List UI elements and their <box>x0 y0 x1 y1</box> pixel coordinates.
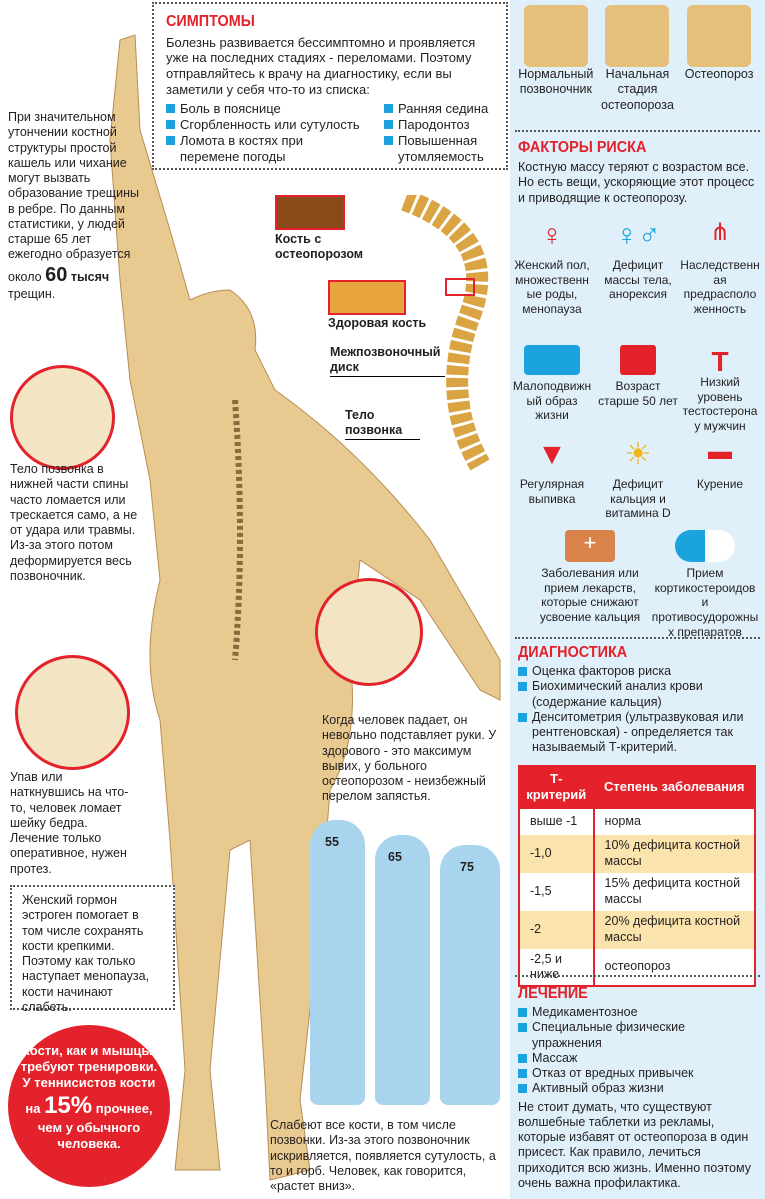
aging-note: Слабеют все кости, в том числе позвонки.… <box>270 1118 496 1193</box>
treat-item: Специальные физические упражнения <box>518 1020 758 1051</box>
tennis-callout: Кости, как и мышцы, требуют тренировки. … <box>8 1025 170 1187</box>
hip-note: Упав или наткнувшись на что-то, человек … <box>10 770 129 876</box>
disc-label: Межпозвоночный диск <box>330 345 445 377</box>
wrist-note: Когда человек падает, он невольно подста… <box>322 713 497 804</box>
risk-title: Факторы риска <box>518 139 647 156</box>
risk-alcohol: ▼Регулярная выпивка <box>519 438 585 506</box>
symptom-item: Сгорбленность или сутулость <box>166 117 360 133</box>
risk-weight: ♀♂Дефицит массы тела, анорексия <box>604 219 672 302</box>
symptoms-title: Симптомы <box>166 13 255 30</box>
treat-item: Отказ от вредных привычек <box>518 1066 758 1081</box>
risk-sedentary: Малоподвижный образ жизни <box>512 345 592 423</box>
wrist-zoom-circle <box>315 578 423 686</box>
healthy-bone-image <box>328 280 406 315</box>
risk-smoking: ▬Курение <box>696 438 744 491</box>
symptom-item: Ранняя седина <box>384 101 494 117</box>
symptom-item: Пародонтоз <box>384 117 494 133</box>
diag-title: Диагностика <box>518 644 628 661</box>
estrogen-note: Женский гормон эстроген помогает в том ч… <box>10 885 175 1014</box>
risk-heredity: ⋔Наследственная предрасположенность <box>680 219 760 316</box>
treat-title: Лечение <box>518 985 588 1002</box>
risk-steroids: Прием кортикостероидов и противосудорожн… <box>650 530 760 639</box>
risk-diseases: +Заболевания или прием лекарств, которые… <box>539 530 641 624</box>
symptoms-intro: Болезнь развивается бессимптомно и прояв… <box>166 34 476 98</box>
osteo-bone-label: Кость с остеопорозом <box>275 232 364 262</box>
risk-age: Возраст старше 50 лет <box>598 345 678 408</box>
symptom-item: Боль в пояснице <box>166 101 360 117</box>
stage-normal: Нормальный позвоночник <box>516 5 596 113</box>
risk-intro: Костную массу теряют с возрастом все. Но… <box>518 160 755 205</box>
age-label: 75 <box>460 860 474 874</box>
right-panel: Нормальный позвоночник Начальная стадия … <box>510 0 765 1199</box>
stage-osteoporosis: Остеопороз <box>679 5 759 113</box>
treat-item: Активный образ жизни <box>518 1081 758 1096</box>
aging-figures: 55 65 75 <box>300 820 505 1110</box>
treat-item: Медикаментозное <box>518 1005 758 1020</box>
age-label: 55 <box>325 835 339 849</box>
treat-outro: Не стоит думать, что существуют волшебны… <box>518 1099 751 1190</box>
treat-item: Массаж <box>518 1051 758 1066</box>
symptom-item: Ломота в костях при перемене погоды <box>166 133 326 165</box>
diag-item: Денситометрия (ультразвуковая или рентге… <box>518 710 758 756</box>
vertebra-zoom-circle <box>10 365 115 470</box>
vertebra-body-label: Тело позвонка <box>345 408 420 440</box>
osteoporotic-bone-image <box>275 195 345 230</box>
risk-female: ♀Женский пол, множественные роды, менопа… <box>514 219 590 316</box>
diag-item: Оценка факторов риска <box>518 664 758 679</box>
spine-highlight <box>445 278 475 296</box>
hip-zoom-circle <box>15 655 130 770</box>
symptom-item: Повышенная утомляемость <box>384 133 494 165</box>
age-label: 65 <box>388 850 402 864</box>
ribs-note: При значительном утончении костной струк… <box>8 110 139 301</box>
diag-item: Биохимический анализ крови (содержание к… <box>518 679 758 710</box>
body-illustration <box>109 34 501 1181</box>
healthy-bone-label: Здоровая кость <box>328 316 427 330</box>
spine-illustration <box>401 195 490 471</box>
symptoms-box: Симптомы Болезнь развивается бессимптомн… <box>152 2 508 170</box>
stage-initial: Начальная стадия остеопороза <box>597 5 677 113</box>
risk-calcium: ☀Дефицит кальция и витамина D <box>605 438 671 521</box>
vertebra-note: Тело позвонка в нижней части спины часто… <box>10 462 138 583</box>
